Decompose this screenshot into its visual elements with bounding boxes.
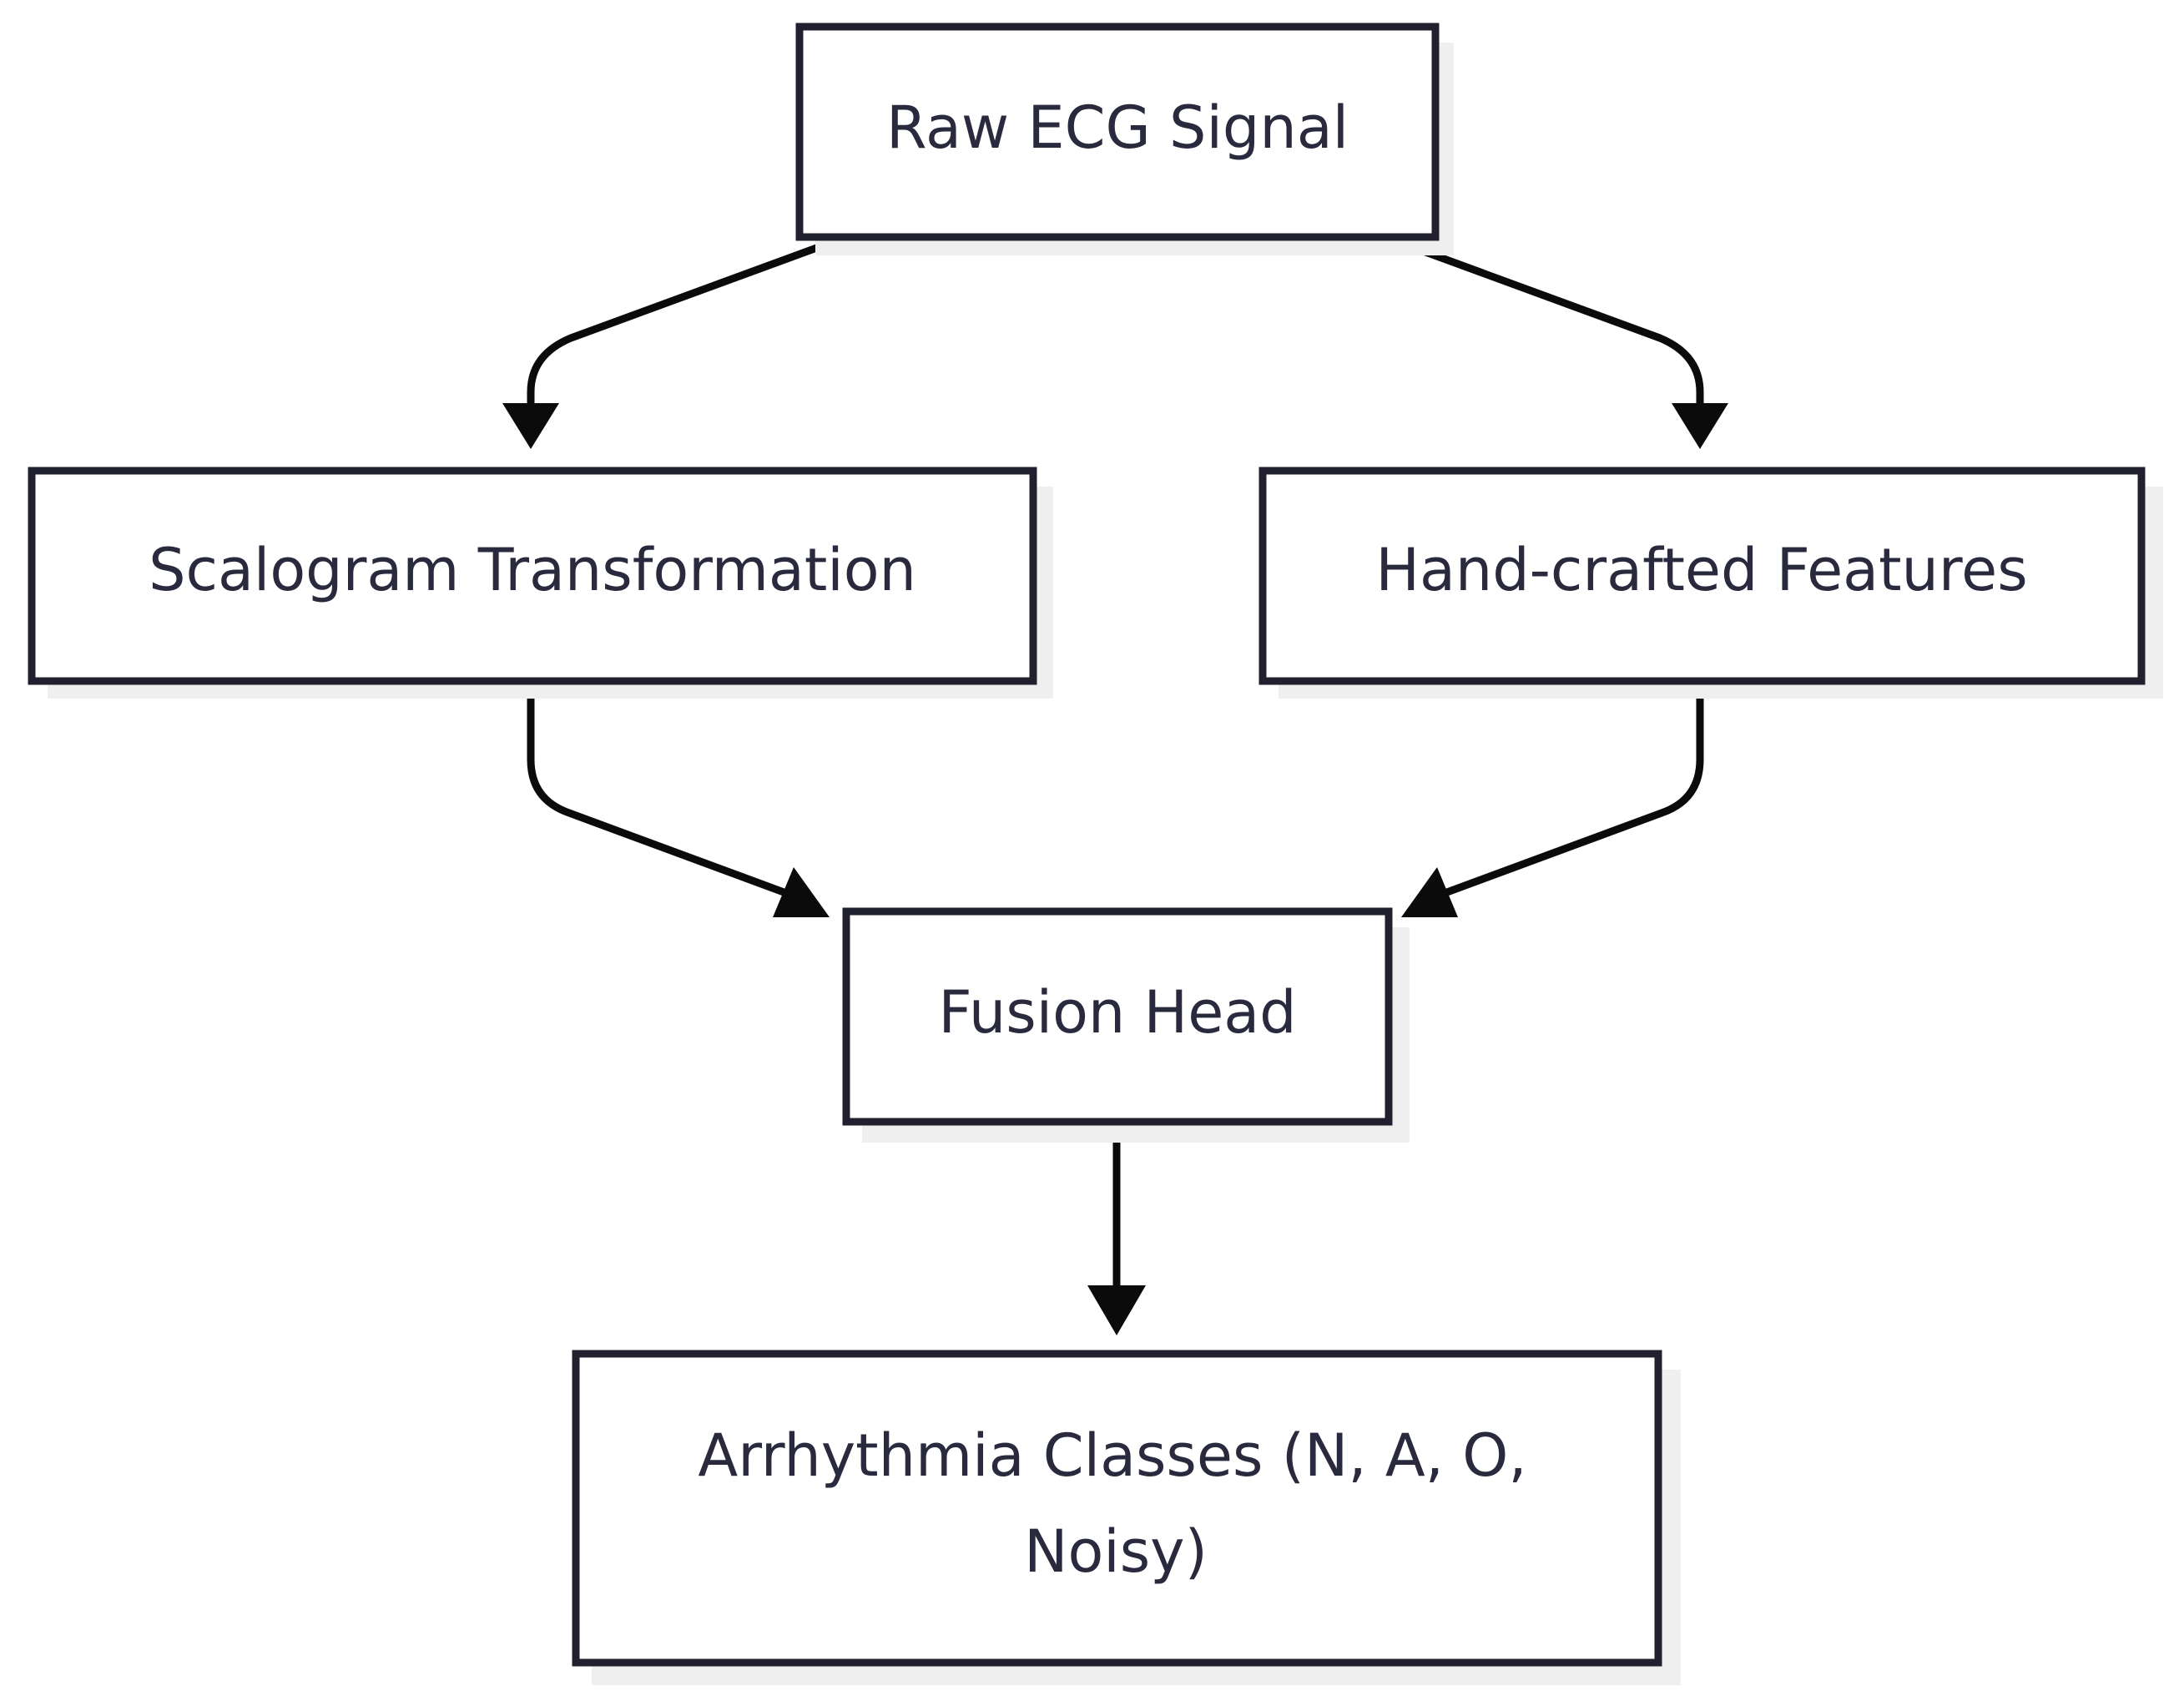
node-raw-ecg-signal: Raw ECG Signal [795,23,1454,255]
arrow-head [773,867,830,917]
edge-line [527,679,797,900]
edge-line [527,236,841,411]
node-label: Raw ECG Signal [886,93,1349,162]
arrow-head [1401,867,1458,917]
edge-line [1434,679,1704,900]
arrow-head [502,403,559,449]
edge-scalogram-to-fusion [527,679,830,917]
node-box [842,907,1393,1126]
node-label: Fusion Head [938,978,1296,1047]
node-label-line-2: Noisy) [1024,1517,1208,1586]
arrow-head [1672,403,1728,449]
node-arrhythmia-classes: Arrhythmia Classes (N, A, O, Noisy) [572,1350,1681,1685]
node-box [795,23,1440,241]
node-box [572,1350,1662,1667]
nodes: Raw ECG Signal Scalogram Transformation … [28,23,2163,1685]
node-box [1258,467,2146,685]
node-label: Hand-crafted Features [1375,536,2027,604]
edge-handcrafted-to-fusion [1401,679,1704,917]
node-label-line-1: Arrhythmia Classes (N, A, O, [698,1421,1526,1490]
node-scalogram-transformation: Scalogram Transformation [28,467,1053,699]
edge-fusion-to-classes [1087,1119,1146,1335]
arrow-head [1087,1285,1146,1335]
node-label: Scalogram Transformation [149,536,916,604]
node-box [28,467,1037,685]
node-fusion-head: Fusion Head [842,907,1410,1143]
node-hand-crafted-features: Hand-crafted Features [1258,467,2163,699]
edge-raw-ecg-to-scalogram [502,236,841,449]
edge-line [1390,236,1704,411]
edges [502,236,1728,1335]
edge-raw-ecg-to-handcrafted [1390,236,1728,449]
